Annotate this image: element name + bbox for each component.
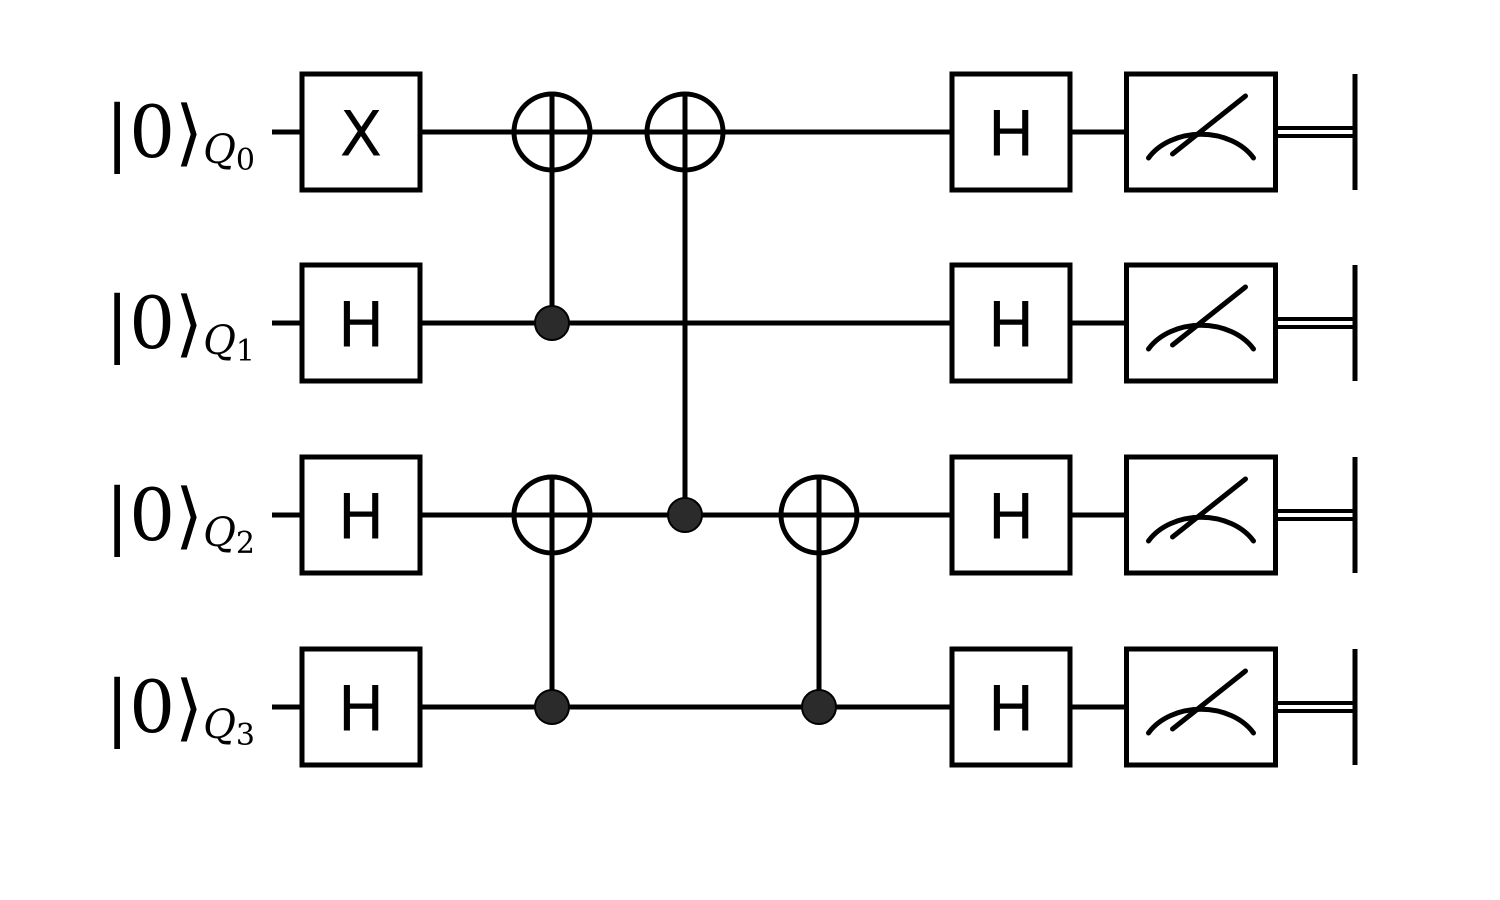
classical-wire-q1 — [1276, 317, 1355, 329]
meter-icon-needle — [1170, 93, 1248, 157]
h-gate-q0-final-label: H — [988, 98, 1035, 171]
x-gate-q0-label: X — [340, 98, 382, 171]
h-gate-q2-final-label: H — [988, 481, 1035, 554]
qubit-labels-layer: |0⟩Q0 |0⟩Q1 |0⟩Q2 |0⟩Q3 — [105, 90, 255, 753]
measurement-gate-q2[interactable] — [1124, 454, 1278, 576]
cnot-control-q3-target-q2-second[interactable] — [778, 474, 860, 725]
meter-icon-needle — [1170, 476, 1248, 540]
h-gate-q2-first-label: H — [338, 481, 385, 554]
measurement-gate-q0[interactable] — [1124, 71, 1278, 193]
control-dot-icon[interactable] — [667, 497, 703, 533]
h-gate-q2-first[interactable]: H — [299, 454, 423, 576]
h-gate-q2-final[interactable]: H — [949, 454, 1073, 576]
control-dot-icon[interactable] — [534, 305, 570, 341]
qubit-wires-layer — [272, 74, 1358, 765]
h-gate-q3-first-box[interactable] — [299, 646, 423, 768]
qubit-label-q3: |0⟩Q3 — [105, 665, 255, 753]
h-gate-q3-final-label: H — [988, 673, 1035, 746]
h-gate-q0-final-box[interactable] — [949, 71, 1073, 193]
x-gate-q0[interactable]: X — [299, 71, 423, 193]
classical-wire-q2 — [1276, 509, 1355, 521]
h-gate-q3-first[interactable]: H — [299, 646, 423, 768]
h-gate-q0-final[interactable]: H — [949, 71, 1073, 193]
meter-icon-needle — [1170, 668, 1248, 732]
h-gate-q3-first-label: H — [338, 673, 385, 746]
qubit-label-q0: |0⟩Q0 — [105, 90, 255, 178]
h-gate-q2-first-box[interactable] — [299, 454, 423, 576]
h-gate-q1-first-box[interactable] — [299, 262, 423, 384]
gates-layer: X H H H H H H H — [299, 71, 1278, 768]
classical-wire-q0 — [1276, 126, 1355, 138]
h-gate-q1-final-label: H — [988, 289, 1035, 362]
h-gate-q3-final[interactable]: H — [949, 646, 1073, 768]
qubit-label-q2: |0⟩Q2 — [105, 473, 255, 561]
measurement-gate-q1[interactable] — [1124, 262, 1278, 384]
h-gate-q1-first[interactable]: H — [299, 262, 423, 384]
control-dot-icon[interactable] — [801, 689, 837, 725]
x-gate-q0-box[interactable] — [299, 71, 423, 193]
h-gate-q1-final-box[interactable] — [949, 262, 1073, 384]
control-dot-icon[interactable] — [534, 689, 570, 725]
cnot-control-q3-target-q2[interactable] — [511, 474, 593, 725]
measurement-gate-q3[interactable] — [1124, 646, 1278, 768]
cnot-control-q2-target-q0[interactable] — [644, 91, 726, 533]
qubit-label-q1: |0⟩Q1 — [105, 281, 255, 369]
cnot-control-q1-target-q0[interactable] — [511, 91, 593, 341]
h-gate-q3-final-box[interactable] — [949, 646, 1073, 768]
h-gate-q1-first-label: H — [338, 289, 385, 362]
h-gate-q1-final[interactable]: H — [949, 262, 1073, 384]
classical-wire-q3 — [1276, 701, 1355, 713]
meter-icon-needle — [1170, 284, 1248, 348]
h-gate-q2-final-box[interactable] — [949, 454, 1073, 576]
